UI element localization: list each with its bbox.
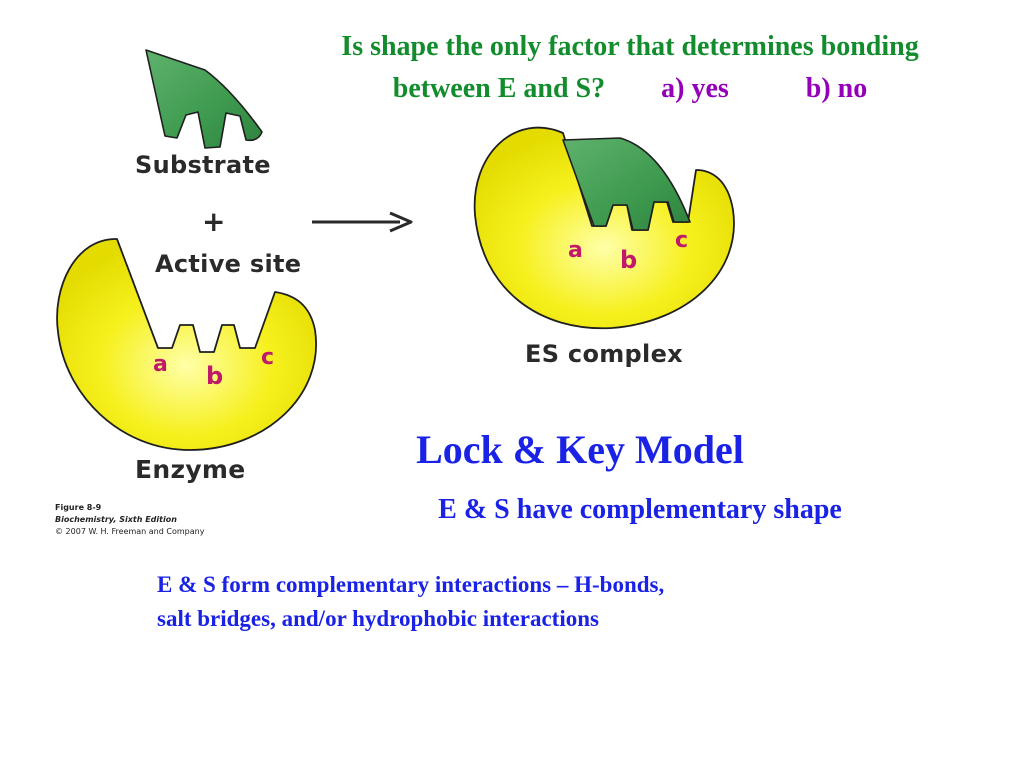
caption-copyright: © 2007 W. H. Freeman and Company: [55, 527, 205, 536]
es-site-a-label: a: [568, 238, 583, 263]
model-description: E & S form complementary interactions – …: [157, 568, 857, 636]
es-complex-label: ES complex: [525, 340, 683, 368]
question-line-2-text: between E and S?: [392, 73, 606, 104]
es-site-b-label: b: [620, 246, 638, 274]
plus-sign: +: [202, 205, 226, 238]
substrate-label: Substrate: [135, 151, 271, 179]
model-description-line-1: E & S form complementary interactions – …: [157, 572, 665, 597]
caption-figure-number: Figure 8-9: [55, 503, 102, 512]
caption-book-title: Biochemistry, Sixth Edition: [55, 515, 177, 524]
enzyme-label: Enzyme: [135, 455, 246, 484]
es-site-c-label: c: [675, 228, 689, 253]
enzyme-site-c-label: c: [261, 345, 275, 370]
option-a: a) yes: [661, 73, 729, 104]
enzyme-site-a-label: a: [153, 352, 168, 377]
question-line-1: Is shape the only factor that determines…: [341, 31, 919, 62]
reaction-arrow: [312, 211, 413, 233]
es-complex-substrate-shape: [562, 137, 691, 231]
model-subtitle: E & S have complementary shape: [438, 494, 842, 525]
model-description-line-2: salt bridges, and/or hydrophobic interac…: [157, 606, 599, 631]
figure-caption: Figure 8-9 Biochemistry, Sixth Edition ©…: [55, 502, 204, 538]
substrate-shape: [145, 49, 263, 149]
active-site-label: Active site: [155, 250, 302, 278]
question-text: Is shape the only factor that determines…: [240, 26, 1020, 110]
option-b: b) no: [805, 73, 868, 104]
enzyme-shape: [56, 238, 317, 451]
enzyme-site-b-label: b: [206, 362, 224, 390]
es-complex-enzyme-shape: [473, 126, 735, 330]
question-line-2: between E and S? a) yes b) no: [240, 68, 1020, 110]
model-title: Lock & Key Model: [416, 427, 744, 472]
